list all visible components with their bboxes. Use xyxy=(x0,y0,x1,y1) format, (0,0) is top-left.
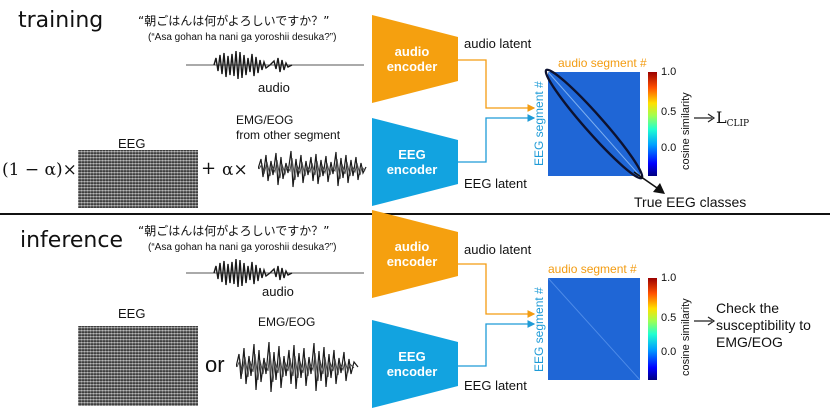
inference-eeg-encoder: EEG encoder xyxy=(372,320,458,408)
training-audio-waveform xyxy=(186,50,364,80)
training-utterance-romaji: (“Asa gohan ha nani ga yoroshii desuka?”… xyxy=(148,32,337,43)
inference-output-line-3: EMG/EOG xyxy=(716,334,783,350)
inference-emg-waveform xyxy=(236,341,359,393)
training-coef-right: α× xyxy=(222,160,248,180)
section-divider xyxy=(0,213,830,215)
inference-eeg-latent: EEG latent xyxy=(464,378,527,393)
training-eeg-encoder: EEG encoder xyxy=(372,118,458,206)
inference-audio-waveform xyxy=(186,258,364,288)
training-audio-encoder: audio encoder xyxy=(372,15,458,103)
waveform-path xyxy=(213,50,293,80)
inference-eeg-label: EEG xyxy=(118,306,146,321)
inference-audio-encoder-label-2: encoder xyxy=(386,254,438,269)
training-cbar-tick-2: 0.5 xyxy=(661,106,677,118)
training-emg-label-1: EMG/EOG xyxy=(236,113,294,127)
inference-audio-label: audio xyxy=(262,284,294,299)
training-cbar-label: cosine similarity xyxy=(680,92,692,170)
training-emg-label-2: from other segment xyxy=(236,128,341,142)
training-true-classes-arrow xyxy=(633,171,665,194)
inference-diagonal xyxy=(548,278,640,380)
inference-eeg-panel xyxy=(78,326,198,406)
inference-audio-encoder-label-1: audio xyxy=(394,239,430,254)
training-audio-latent: audio latent xyxy=(464,36,532,51)
inference-output-text: Check the susceptibility to EMG/EOG xyxy=(716,300,811,351)
inference-cbar-tick-3: 0.0 xyxy=(661,346,677,358)
inference-colorbar xyxy=(648,278,657,380)
training-colorbar xyxy=(648,72,657,176)
inference-cbar-tick-1: 1.0 xyxy=(661,272,677,284)
training-audio-encoder-label-2: encoder xyxy=(386,59,438,74)
inference-utterance-romaji: (“Asa gohan ha nani ga yoroshii desuka?”… xyxy=(148,242,337,253)
inference-eeg-segment-axis: EEG segment # xyxy=(532,287,546,372)
training-audio-encoder-label-1: audio xyxy=(394,44,430,59)
training-eeg-latent: EEG latent xyxy=(464,176,527,191)
training-loss-sub: CLIP xyxy=(726,119,750,129)
training-audio-arrow xyxy=(458,59,536,112)
inference-audio-latent: audio latent xyxy=(464,242,532,257)
training-eeg-panel xyxy=(78,150,198,208)
training-loss-main: L xyxy=(716,108,727,127)
training-eeg-encoder-label-1: EEG xyxy=(398,147,426,162)
training-diagonal-ellipse xyxy=(544,68,644,180)
inference-cbar-tick-2: 0.5 xyxy=(661,312,677,324)
inference-or-label: or xyxy=(205,352,225,377)
inference-audio-segment-axis: audio segment # xyxy=(548,262,637,276)
training-title: training xyxy=(18,8,104,33)
training-true-classes: True EEG classes xyxy=(634,194,747,210)
training-cbar-tick-1: 1.0 xyxy=(661,66,677,78)
training-plus: + xyxy=(201,158,217,179)
training-arrows xyxy=(458,59,536,163)
training-loss: LCLIP xyxy=(716,108,749,129)
inference-audio-encoder: audio encoder xyxy=(372,210,458,298)
inference-output-line-2: susceptibility to xyxy=(716,317,811,333)
training-audio-segment-axis: audio segment # xyxy=(558,56,647,70)
inference-output-arrow xyxy=(694,316,716,326)
training-loss-arrow xyxy=(694,113,716,123)
training-emg-waveform xyxy=(258,150,367,188)
inference-arrows xyxy=(458,263,536,367)
inference-eeg-encoder-label-2: encoder xyxy=(386,364,438,379)
training-audio-label: audio xyxy=(258,80,290,95)
training-coef-left: (1 − α)× xyxy=(2,160,77,180)
training-cbar-tick-3: 0.0 xyxy=(661,142,677,154)
inference-title: inference xyxy=(20,228,124,253)
inference-emg-label: EMG/EOG xyxy=(258,315,316,329)
inference-audio-arrow xyxy=(458,263,536,318)
inference-eeg-encoder-label-1: EEG xyxy=(398,349,426,364)
inference-utterance-jp: “朝ごはんは何がよろしいですか？” xyxy=(138,224,330,238)
inference-output-line-1: Check the xyxy=(716,300,780,316)
training-utterance-jp: “朝ごはんは何がよろしいですか？” xyxy=(138,14,330,28)
inference-eeg-arrow xyxy=(458,320,536,367)
training-eeg-label: EEG xyxy=(118,136,146,151)
training-eeg-arrow xyxy=(458,114,536,163)
inference-cbar-label: cosine similarity xyxy=(680,298,692,376)
training-eeg-encoder-label-2: encoder xyxy=(386,162,438,177)
